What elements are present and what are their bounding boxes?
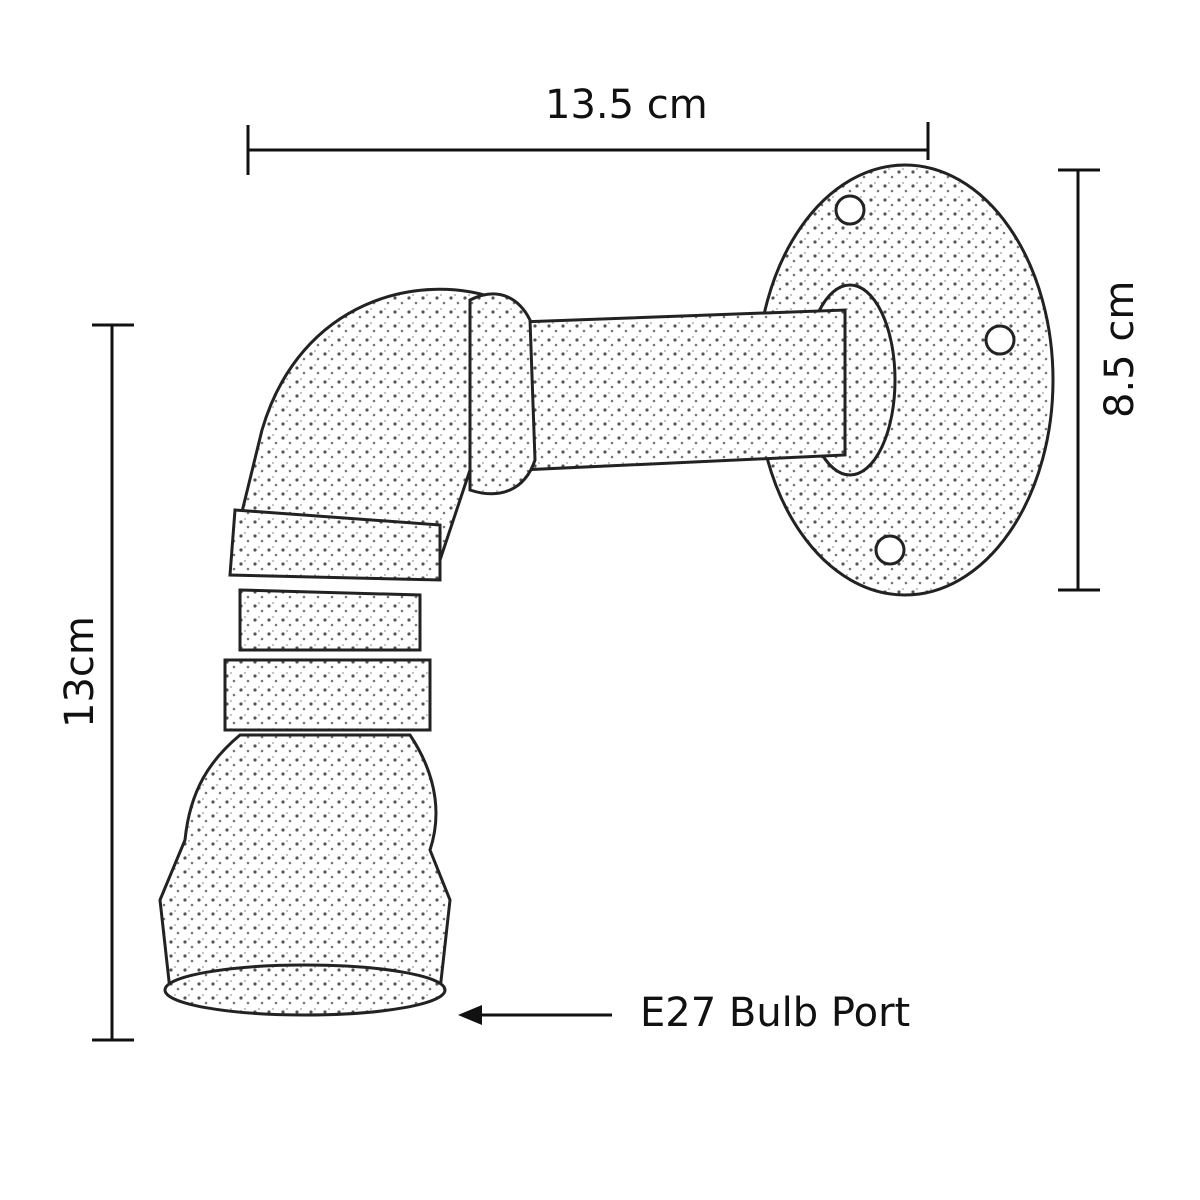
width-dimension-line	[246, 122, 930, 175]
total-height-label: 13cm	[57, 616, 103, 728]
nipple	[238, 588, 422, 652]
bulb-port	[163, 963, 447, 1017]
flange-height-dimension-line	[1058, 168, 1100, 592]
total-height-dimension-line	[92, 323, 134, 1042]
lower-collar	[228, 508, 442, 582]
elbow-collar	[468, 292, 537, 496]
pipe-lamp-illustration	[158, 163, 1055, 1017]
width-label: 13.5 cm	[545, 82, 708, 128]
nut	[223, 658, 432, 732]
horizontal-pipe	[518, 308, 847, 472]
bulb-port-arrow	[458, 1005, 612, 1025]
flange-height-label: 8.5 cm	[1097, 280, 1143, 418]
bulb-port-label: E27 Bulb Port	[640, 990, 911, 1036]
